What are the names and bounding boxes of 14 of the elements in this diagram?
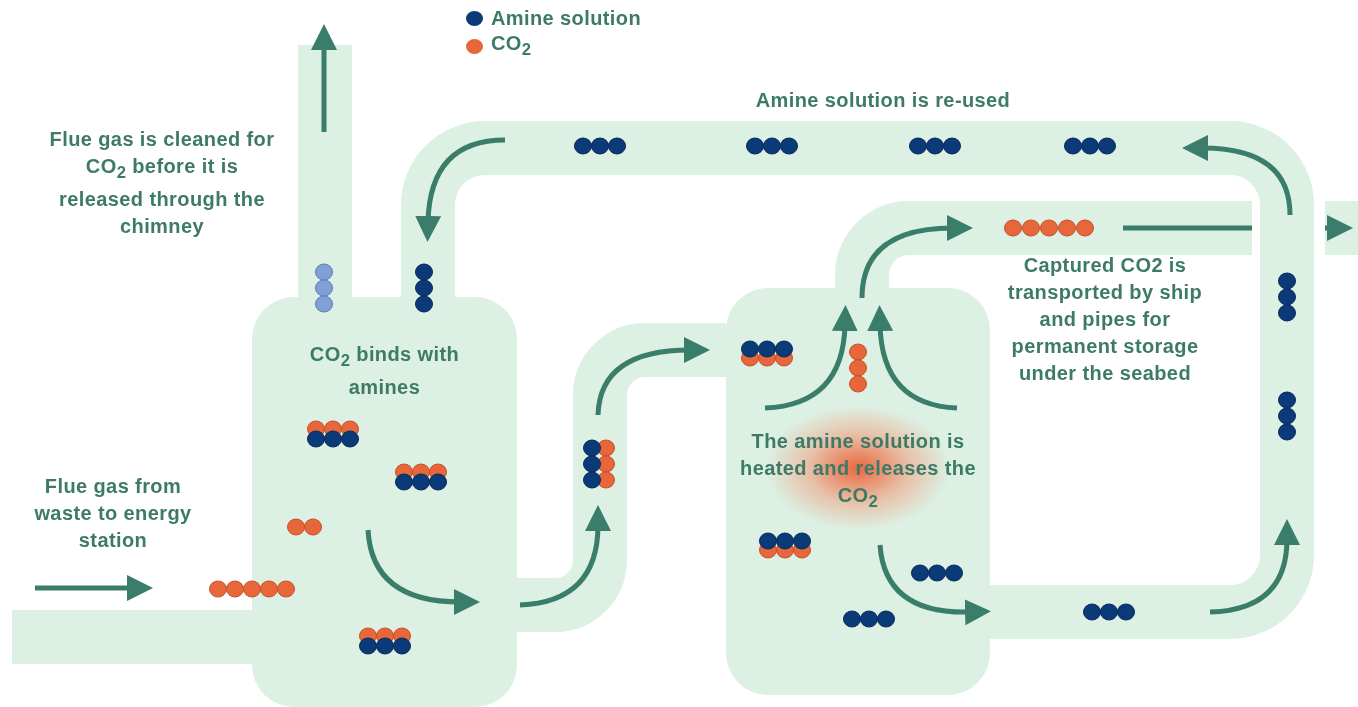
annotation: Captured CO2 is transported by ship and pipes for permanent storage under the seabed	[1006, 253, 1204, 386]
absorber-tank	[252, 297, 517, 707]
pipe	[12, 610, 252, 664]
tank-label: The amine solution is heated and releases the CO$_{2}$	[740, 429, 976, 513]
desorber-tank	[726, 288, 990, 695]
legend-label: CO$_{2}$	[491, 32, 532, 60]
legend-label: Amine solution	[491, 6, 642, 30]
annotation: Flue gas is cleaned for CO$_{2}$ before it is released through the chimney	[48, 127, 276, 239]
pipe	[517, 323, 726, 632]
pipe	[401, 121, 1314, 639]
flow-label: Amine solution is re-used	[754, 88, 1012, 113]
pipe	[298, 45, 352, 297]
annotation: Flue gas from waste to energy station	[33, 474, 193, 553]
tank-label: CO$_{2}$ binds with amines	[308, 342, 461, 400]
